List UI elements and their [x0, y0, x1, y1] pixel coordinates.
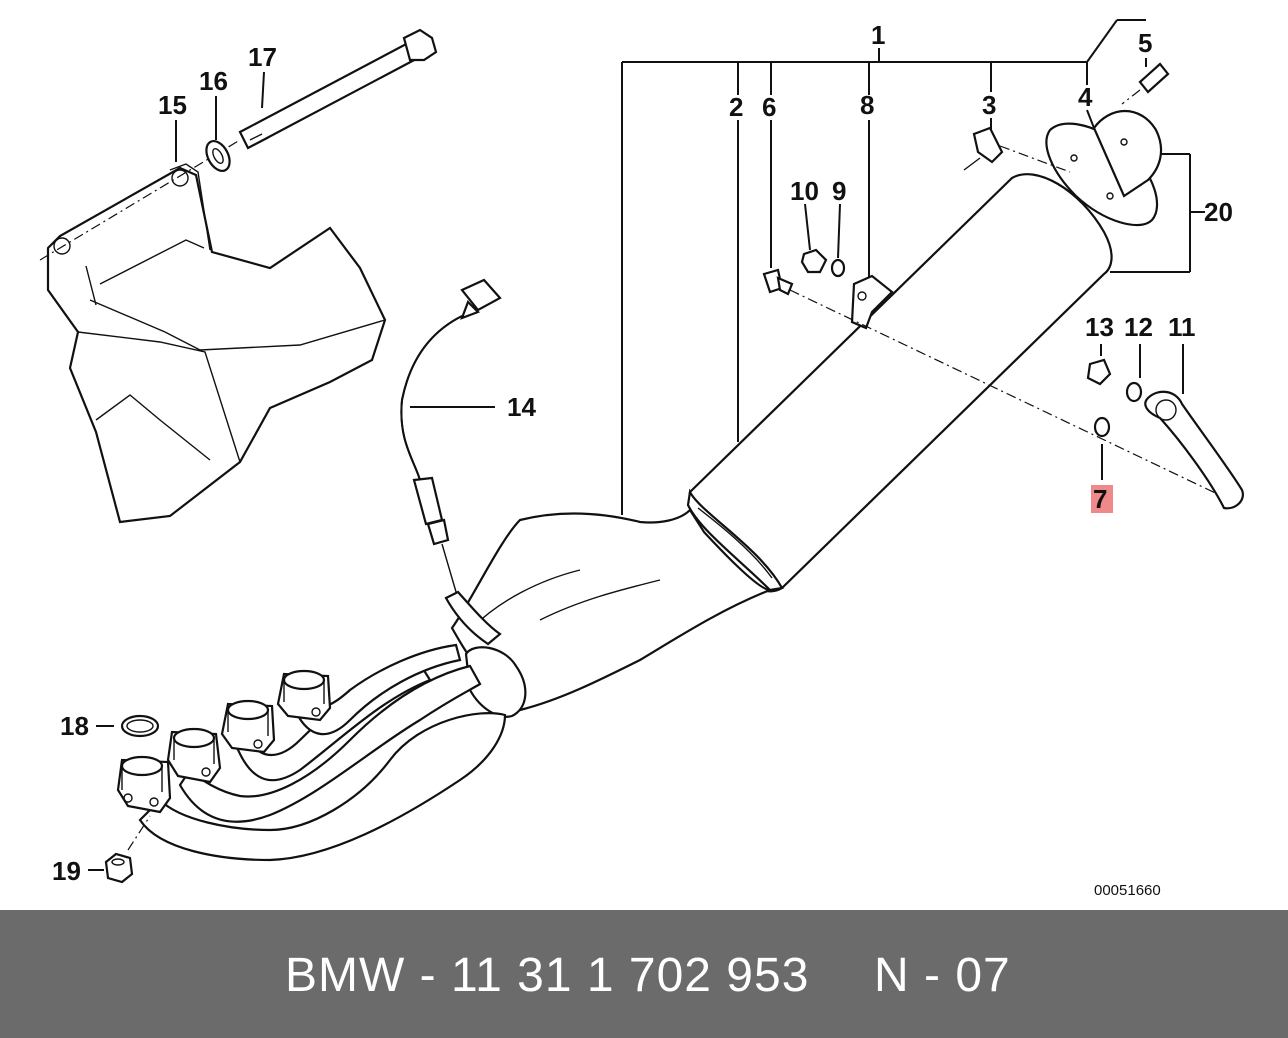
hex-nut [88, 815, 151, 884]
callout-9: 9 [832, 176, 846, 206]
callout-5: 5 [1138, 28, 1152, 58]
callout-12: 12 [1124, 312, 1153, 342]
callout-19: 19 [52, 856, 81, 886]
flange-1 [116, 755, 172, 814]
callout-4: 4 [1078, 82, 1093, 112]
toothed-washer [205, 140, 231, 172]
catalyst [444, 508, 771, 718]
part-number-text: BMW - 11 31 1 702 953 [285, 949, 810, 1002]
exhaust-headers [116, 643, 507, 862]
diagram-reference-number: 00051660 [1094, 882, 1161, 899]
callout-13: 13 [1085, 312, 1114, 342]
callout-3: 3 [982, 90, 996, 120]
callout-11: 11 [1168, 312, 1196, 342]
callout-20: 20 [1204, 197, 1233, 227]
diagram-code-text: N - 07 [874, 949, 1011, 1002]
exhaust-parts-diagram: 1 2 3 4 5 6 7 8 9 10 11 12 13 14 15 16 1… [39, 19, 1244, 899]
silencer [686, 62, 1244, 593]
heat-shield [46, 163, 387, 524]
long-bolt [39, 28, 438, 261]
highlight-callout-7 [1091, 485, 1113, 513]
callout-6: 6 [762, 92, 776, 122]
callout-17: 17 [248, 42, 277, 72]
flange-4 [276, 669, 332, 722]
callout-1: 1 [871, 20, 885, 50]
part-number-banner [0, 910, 1288, 1038]
gasket [96, 714, 160, 738]
callout-bracket-20 [1110, 153, 1205, 273]
callout-8: 8 [860, 90, 874, 120]
callout-tree-1 [621, 19, 1147, 515]
callout-labels: 1 2 3 4 5 6 7 8 9 10 11 12 13 14 15 16 1… [52, 20, 1233, 899]
callout-16: 16 [199, 66, 228, 96]
flange-3 [220, 699, 276, 754]
callout-7: 7 [1093, 484, 1107, 514]
oxygen-sensor [400, 278, 502, 627]
callout-14: 14 [507, 392, 536, 422]
callout-2: 2 [729, 92, 743, 122]
callout-10: 10 [790, 176, 819, 206]
flange-2 [166, 727, 222, 784]
callout-18: 18 [60, 711, 89, 741]
callout-15: 15 [158, 90, 187, 120]
